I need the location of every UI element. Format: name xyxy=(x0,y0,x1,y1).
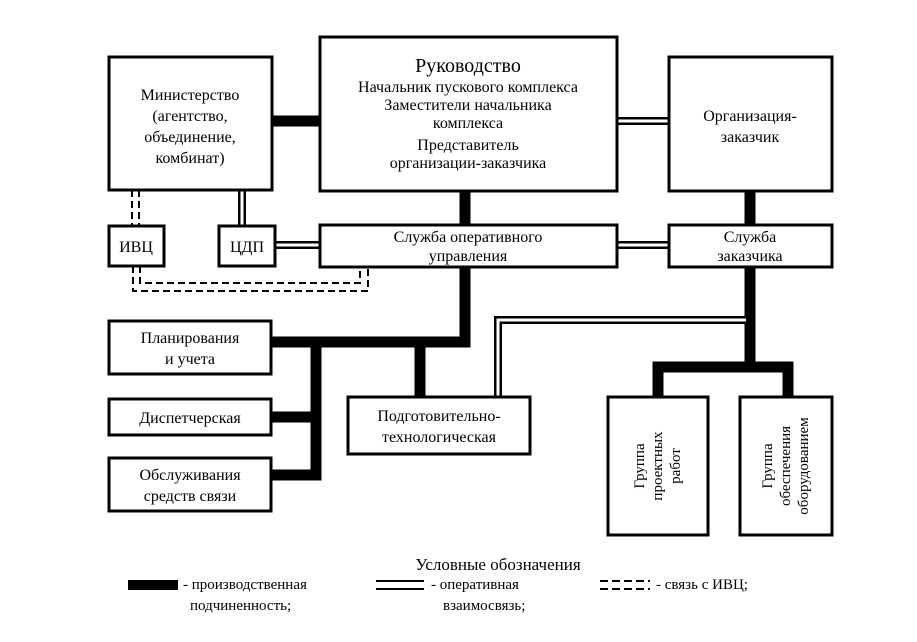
legend-ivc-swatch xyxy=(600,580,650,590)
operations-service-line-2: управления xyxy=(429,248,508,265)
link-customerservice-preptech xyxy=(496,318,746,400)
customer-org-box: Организация- заказчик xyxy=(667,55,834,193)
leadership-box: Руководство Начальник пускового комплекс… xyxy=(318,35,619,193)
legend: Условные обозначения - производственная … xyxy=(128,555,748,614)
operational-links xyxy=(238,117,750,400)
link-to-comms xyxy=(271,417,322,481)
comms-service-line-2: средств связи xyxy=(144,488,237,505)
ministry-line-2: (агентство, xyxy=(152,108,227,125)
legend-title: Условные обозначения xyxy=(415,555,580,574)
legend-production-swatch xyxy=(128,580,178,590)
customer-service-line-1: Служба xyxy=(724,229,777,246)
design-group-line-2: проектных xyxy=(650,431,666,501)
legend-operational-line-1: - оперативная xyxy=(431,577,519,593)
legend-operational-line-2: взаимосвязь; xyxy=(443,598,525,614)
comms-service-box: Обслуживания средств связи xyxy=(107,456,273,513)
leadership-line-3: комплекса xyxy=(433,115,503,132)
cdp-label: ЦДП xyxy=(230,239,264,256)
operations-service-box: Служба оперативного управления xyxy=(318,223,619,269)
design-group-box: Группа проектных работ xyxy=(606,395,710,537)
ivc-label: ИВЦ xyxy=(119,239,153,256)
planning-line-1: Планирования xyxy=(141,330,240,347)
leadership-line-1: Начальник пускового комплекса xyxy=(358,79,578,96)
comms-service-line-1: Обслуживания xyxy=(139,467,241,484)
production-links xyxy=(271,115,794,481)
leadership-line-4: Представитель xyxy=(417,137,518,154)
prep-tech-line-2: технологическая xyxy=(382,429,497,446)
customer-org-line-1: Организация- xyxy=(703,108,797,125)
dispatch-label: Диспетчерская xyxy=(139,410,241,427)
cdp-box: ЦДП xyxy=(217,224,277,268)
ivc-links xyxy=(131,190,369,292)
leadership-line-5: организации-заказчика xyxy=(390,155,547,172)
ministry-line-1: Министерство xyxy=(141,87,240,104)
prep-tech-box: Подготовительно- технологическая xyxy=(346,395,532,456)
leadership-line-2: Заместители начальника xyxy=(384,97,551,114)
equipment-group-line-1: Группа xyxy=(760,443,776,489)
equipment-group-line-3: оборудованием xyxy=(796,417,812,515)
ministry-line-3: объединение, xyxy=(144,129,236,146)
ministry-line-4: комбинат) xyxy=(155,150,224,167)
prep-tech-line-1: Подготовительно- xyxy=(377,408,500,425)
customer-service-line-2: заказчика xyxy=(717,248,782,265)
legend-ivc-line-1: - связь с ИВЦ; xyxy=(656,577,748,593)
customer-org-line-2: заказчик xyxy=(721,129,780,146)
legend-production-line-2: подчиненность; xyxy=(190,598,291,614)
planning-box: Планирования и учета xyxy=(107,319,273,376)
leadership-title: Руководство xyxy=(415,55,521,77)
link-customerservice-groups xyxy=(652,267,756,397)
customer-service-box: Служба заказчика xyxy=(667,223,834,269)
dispatch-box: Диспетчерская xyxy=(107,397,273,437)
link-to-dispatch xyxy=(271,342,322,423)
legend-operational-swatch xyxy=(376,580,424,590)
design-group-line-1: Группа xyxy=(632,443,648,489)
link-to-equipment-group xyxy=(750,361,794,397)
operations-service-line-1: Служба оперативного xyxy=(394,229,543,246)
ivc-box: ИВЦ xyxy=(107,224,166,268)
legend-production-line-1: - производственная xyxy=(183,577,307,593)
planning-line-2: и учета xyxy=(165,351,215,368)
link-operations-departments xyxy=(271,267,471,348)
design-group-line-3: работ xyxy=(668,448,684,484)
equipment-group-line-2: обеспечения xyxy=(778,426,794,506)
equipment-group-box: Группа обеспечения оборудованием xyxy=(738,395,834,537)
ministry-box: Министерство (агентство, объединение, ко… xyxy=(107,55,274,192)
